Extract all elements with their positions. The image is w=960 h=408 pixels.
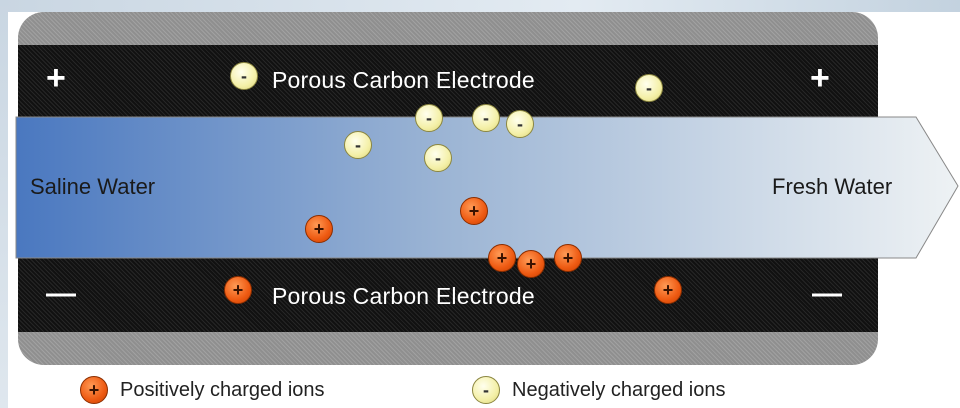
positive-ion: + bbox=[224, 276, 252, 304]
negative-ion: - bbox=[344, 131, 372, 159]
negative-ion: - bbox=[415, 104, 443, 132]
positive-ion: + bbox=[460, 197, 488, 225]
legend-positive: + Positively charged ions bbox=[80, 376, 325, 404]
negative-ion: - bbox=[472, 104, 500, 132]
electrode-top bbox=[18, 45, 878, 117]
positive-ion: + bbox=[517, 250, 545, 278]
negative-terminal-right: — bbox=[812, 277, 842, 310]
legend-positive-label: Positively charged ions bbox=[120, 378, 325, 401]
positive-terminal-right: + bbox=[810, 59, 830, 97]
legend-positive-ion-icon: + bbox=[80, 376, 108, 404]
bottom-electrode-label: Porous Carbon Electrode bbox=[272, 283, 535, 309]
negative-ion: - bbox=[424, 144, 452, 172]
legend-negative-label: Negatively charged ions bbox=[512, 378, 726, 401]
left-background-band bbox=[0, 0, 8, 408]
positive-ion: + bbox=[488, 244, 516, 272]
negative-ion: - bbox=[230, 62, 258, 90]
legend-negative-ion-icon: - bbox=[472, 376, 500, 404]
legend-negative: - Negatively charged ions bbox=[472, 376, 725, 404]
negative-ion: - bbox=[506, 110, 534, 138]
positive-terminal-left: + bbox=[46, 59, 66, 97]
saline-water-label: Saline Water bbox=[30, 174, 156, 199]
top-background-band bbox=[0, 0, 960, 12]
positive-ion: + bbox=[305, 215, 333, 243]
negative-terminal-left: — bbox=[46, 277, 76, 310]
fresh-water-label: Fresh Water bbox=[772, 174, 893, 199]
positive-ion: + bbox=[554, 244, 582, 272]
electrode-bottom bbox=[18, 258, 878, 332]
positive-ion: + bbox=[654, 276, 682, 304]
negative-ion: - bbox=[635, 74, 663, 102]
top-electrode-label: Porous Carbon Electrode bbox=[272, 67, 535, 93]
